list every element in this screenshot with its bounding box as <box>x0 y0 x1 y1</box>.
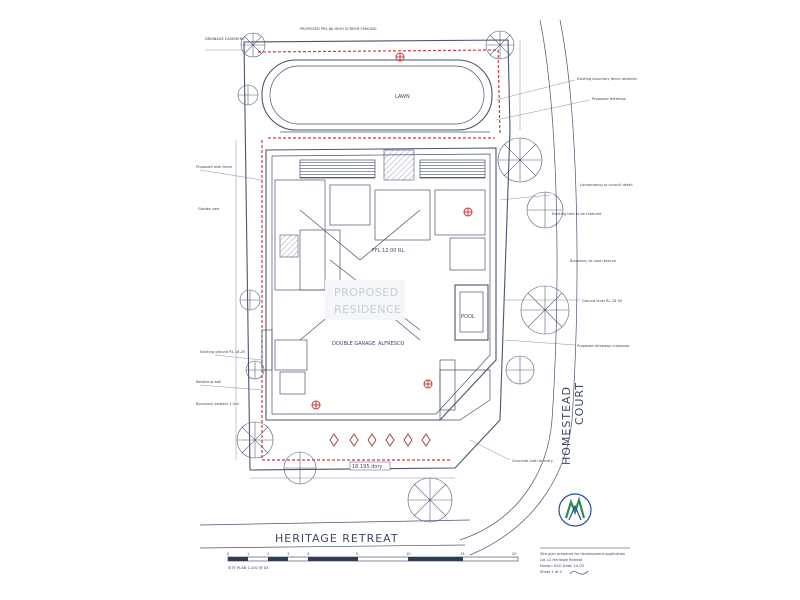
pool-label: POOL <box>461 314 475 320</box>
levels-label: FFL 12.00 RL <box>372 248 405 254</box>
scale-tick: 1 <box>247 552 249 556</box>
hedge-row <box>329 433 431 447</box>
note-right: Existing boundary fence retained <box>577 77 637 81</box>
title-line-1: Site plan prepared for development appli… <box>540 552 625 556</box>
proposed-label: PROPOSED <box>334 286 399 299</box>
heritage-retreat-road <box>199 519 471 549</box>
note-left: Proposed side fence <box>196 165 233 169</box>
leader-lines <box>199 79 591 461</box>
alfresco-label: ALFRESCO <box>378 341 404 347</box>
scale-tick: 20 <box>512 552 517 556</box>
scale-tick: 0 <box>227 552 230 556</box>
site-boundary <box>243 39 511 471</box>
marker-group <box>311 52 473 410</box>
residence-label: RESIDENCE <box>334 303 402 316</box>
note-right: Landscaping to council detail <box>580 183 633 187</box>
dimension-lines <box>205 40 521 479</box>
pool-area <box>261 59 495 139</box>
note-right: Proposed driveway crossover <box>577 344 630 348</box>
note-right: Ground level RL 18.30 <box>582 299 623 303</box>
note-left: Existing ground RL 18.20 <box>200 350 246 354</box>
homestead-court-road <box>459 19 578 556</box>
scale-tick: 4 <box>307 552 310 556</box>
note-left: Garden bed <box>198 207 219 211</box>
residence-outline <box>261 147 497 421</box>
street-right-2: COURT <box>573 382 586 425</box>
company-logo-icon <box>558 493 592 527</box>
note-left: Boundary setback 1.5m <box>196 402 239 406</box>
note-right: Boundary to road reserve <box>570 259 617 263</box>
note-right: Existing tree to be retained <box>552 212 601 216</box>
note-left: Retaining wall <box>196 380 221 384</box>
scale-tick: 3 <box>287 552 289 556</box>
scale-tick: 2 <box>267 552 269 556</box>
scale-tick: 15 <box>460 552 465 556</box>
street-bottom: HERITAGE RETREAT <box>275 532 399 545</box>
street-right-1: HOMESTEAD <box>560 386 573 465</box>
notes-left: Proposed side fence Garden bed Existing … <box>196 165 246 406</box>
trees <box>236 30 570 523</box>
notes-right: Existing boundary fence retained Propose… <box>512 77 637 463</box>
title-line-4: Sheet 1 of 4 <box>540 570 563 574</box>
lawn-label: LAWN <box>395 94 410 100</box>
title-line-2: Lot 12 Heritage Retreat <box>540 558 583 562</box>
note-right: Concrete path to entry <box>512 459 554 463</box>
top-boundary-label: PROPOSED PRL 8b HIGH SCREEN FENCING <box>300 27 377 31</box>
rl-tag: 18.195 dory <box>352 464 382 470</box>
title-line-3: Drawn: ASG Date: 14.03 <box>540 564 584 568</box>
scale-tick: 10 <box>406 552 411 556</box>
scale-title: SITE PLAN 1:200 @ A3 <box>228 566 268 570</box>
garage-label: DOUBLE GARAGE <box>332 341 375 347</box>
lot-note: DRAINAGE EASEMENT <box>205 37 245 41</box>
scale-bar: 0 1 2 3 4 5 10 15 20 SITE PLAN 1:200 @ A… <box>227 552 519 570</box>
scale-tick: 5 <box>356 552 358 556</box>
note-right: Proposed letterbox <box>592 97 627 101</box>
title-block: Site plan prepared for development appli… <box>540 547 630 575</box>
